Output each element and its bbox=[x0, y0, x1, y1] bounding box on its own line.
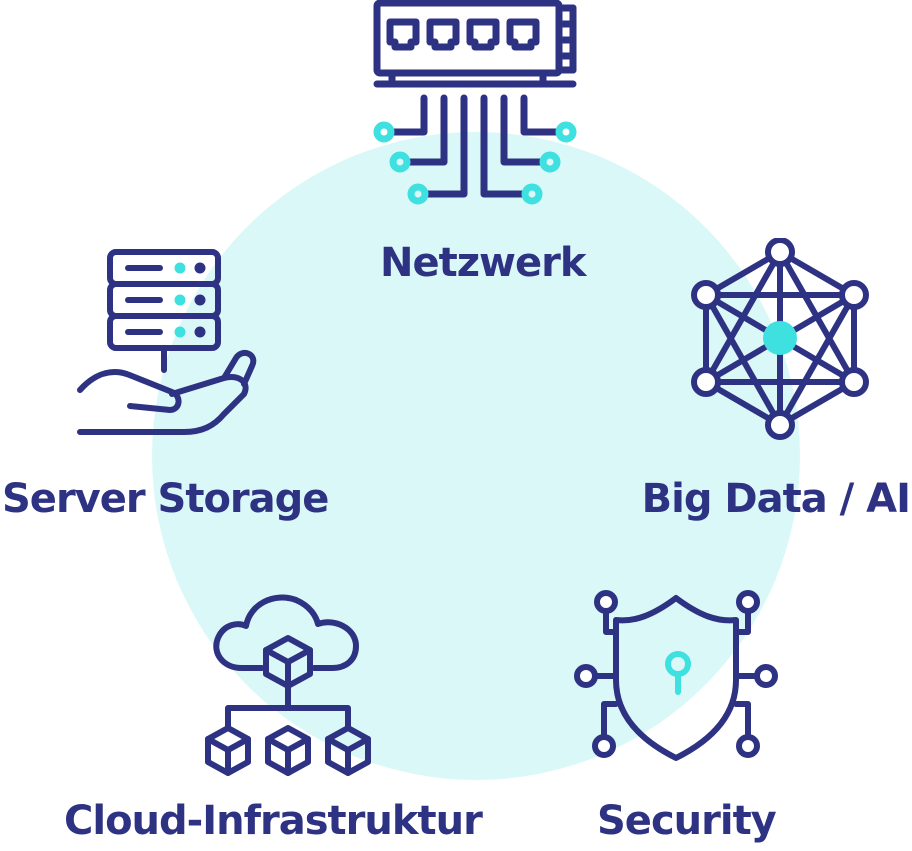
label-netzwerk: Netzwerk bbox=[380, 240, 586, 286]
network-graph-icon bbox=[691, 238, 869, 440]
network-switch-icon bbox=[373, 0, 577, 205]
shield-lock-icon bbox=[574, 590, 778, 761]
label-server-storage: Server Storage bbox=[2, 476, 329, 522]
server-storage-icon bbox=[77, 249, 257, 435]
label-cloud-infrastruktur: Cloud-Infrastruktur bbox=[64, 798, 483, 844]
cloud-infrastructure-icon bbox=[205, 594, 371, 776]
background-circle bbox=[152, 132, 800, 780]
label-security: Security bbox=[597, 798, 777, 844]
label-big-data-ai: Big Data / AI bbox=[641, 476, 911, 522]
